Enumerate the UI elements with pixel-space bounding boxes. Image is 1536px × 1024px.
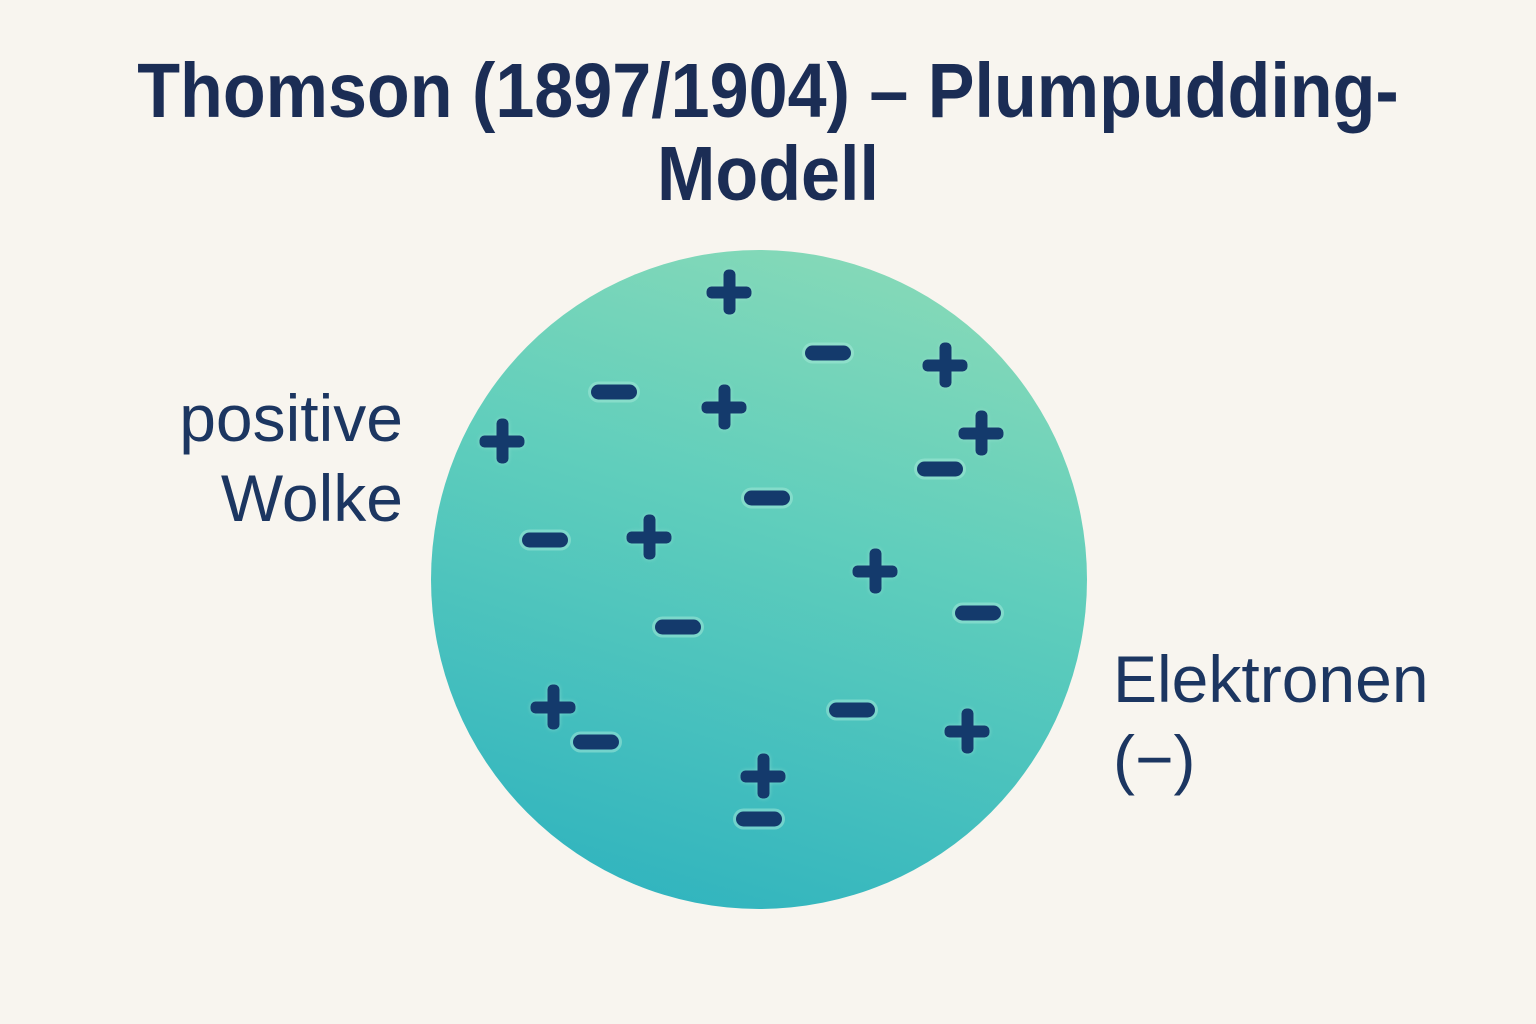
title-line-2: Modell	[657, 131, 879, 217]
minus-sign	[917, 461, 963, 477]
label-positive-cloud: positive Wolke	[179, 378, 403, 538]
minus-sign	[655, 619, 701, 635]
plus-sign	[944, 708, 990, 754]
label-electrons-line-2: (−)	[1113, 722, 1196, 796]
plus-sign	[530, 684, 576, 730]
positive-cloud-circle	[431, 250, 1087, 909]
plus-sign	[852, 548, 898, 594]
minus-sign	[522, 532, 568, 548]
minus-sign	[573, 734, 619, 750]
label-electrons-line-1: Elektronen	[1113, 642, 1429, 716]
plus-sign	[706, 269, 752, 315]
minus-sign	[955, 605, 1001, 621]
plus-sign	[922, 342, 968, 388]
plus-sign	[958, 410, 1004, 456]
plus-sign	[701, 384, 747, 430]
minus-sign	[744, 490, 790, 506]
minus-sign	[591, 384, 637, 400]
minus-sign	[805, 345, 851, 361]
title-line-1: Thomson (1897/1904) – Plumpudding-	[137, 48, 1399, 134]
plus-sign	[479, 418, 525, 464]
minus-sign	[829, 702, 875, 718]
plus-sign	[626, 514, 672, 560]
plus-sign	[740, 753, 786, 799]
diagram-title: Thomson (1897/1904) – Plumpudding- Model…	[0, 50, 1536, 216]
label-positive-cloud-line-2: Wolke	[220, 461, 403, 535]
label-positive-cloud-line-1: positive	[179, 381, 403, 455]
minus-sign	[736, 811, 782, 827]
label-electrons: Elektronen (−)	[1113, 639, 1429, 799]
